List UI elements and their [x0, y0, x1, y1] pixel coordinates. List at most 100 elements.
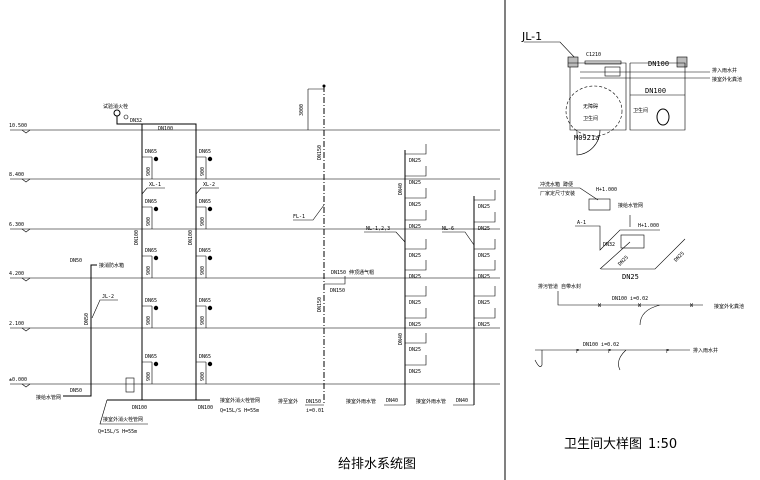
note: 接室外消火栓管网: [220, 397, 260, 404]
note: 排入雨水井: [712, 67, 737, 74]
note: 接给水管网: [618, 202, 643, 209]
test-hydrant-icon: [113, 109, 121, 117]
pipe-marker: W: [598, 303, 602, 309]
level-label: ±0.000: [9, 377, 27, 383]
pipe-size: DN40: [456, 398, 468, 404]
pipe-marker: W: [690, 303, 694, 309]
riser-label: NL-6: [442, 226, 454, 232]
pipe-size: DN40: [398, 183, 404, 195]
riser-nl: DN40 接室外雨水管 DN40 DN40 NL-1,2,3: [346, 150, 406, 406]
note: 冲洗水箱 蹲便: [540, 181, 573, 188]
pipe-size: DN25: [478, 226, 490, 232]
pipe-size: DN150: [306, 399, 321, 405]
pipe-size: DN50: [70, 258, 82, 264]
roof-main: 试验消火栓 DN32 DN100: [103, 103, 197, 132]
note: 接给水管网: [36, 394, 61, 401]
note: DN150 伸顶通气帽: [331, 269, 374, 276]
fire-hydrant-icon: [207, 305, 213, 311]
pipe-size: DN25: [478, 322, 490, 328]
riser-fl-1: 3000 DN150 FL-1 DN150 伸顶通气帽 DN150 DN150 …: [278, 84, 374, 414]
pipe-size: DN25: [409, 300, 421, 306]
fire-hydrant-icon: [153, 361, 159, 367]
level-marks: 10.500 8.400 6.300 4.200 2.100 ±0.000: [9, 123, 31, 388]
pipe-size: DN50: [84, 313, 90, 325]
dimension: 900: [200, 372, 206, 381]
note: Q=15L/S H=55m: [98, 429, 137, 435]
pressure-gauge-icon: [123, 114, 129, 120]
fire-hydrant-icon: [207, 255, 213, 261]
riser-label: XL-1: [149, 182, 161, 188]
floor-lines: [10, 129, 500, 385]
level-label: 6.300: [9, 222, 24, 228]
cistern-icon: [588, 198, 611, 211]
roof-valve-label: 试验消火栓: [103, 103, 128, 110]
fire-hydrant-icon: [153, 206, 159, 212]
pipe-size: DN65: [145, 354, 157, 360]
riser-label: NL-1,2,3: [366, 226, 390, 232]
pipe-size: DN65: [199, 248, 211, 254]
note: 排污管道 自带水封: [538, 283, 581, 290]
nl-branch: DN25: [405, 355, 427, 375]
riser-label: FL-1: [293, 214, 305, 220]
pipe-size: DN65: [199, 298, 211, 304]
pipe-marker: F: [576, 349, 579, 355]
note: 接室外雨水管: [346, 398, 376, 405]
riser-jl-2: DN50 接消防水箱 DN50 JL-2 DN50 接给水管网: [36, 258, 124, 401]
note: 接室外消火栓管网: [103, 416, 143, 423]
note: 接室外化粪池: [712, 76, 742, 83]
pipe-size: DN25: [409, 369, 421, 375]
nl-branch: DN25: [474, 239, 496, 259]
slope: i=0.01: [306, 408, 324, 414]
level-label: 8.400: [9, 172, 24, 178]
dimension: 900: [146, 372, 152, 381]
door-label: M0921a: [574, 134, 599, 142]
fire-hydrant-icon: [207, 156, 213, 162]
pipe-size: DN150: [317, 145, 323, 160]
nl-branch: DN25: [405, 239, 427, 259]
pipe-size: DN65: [145, 149, 157, 155]
pipe-size: DN25: [409, 158, 421, 164]
pipe-size: DN100 i=0.02: [612, 296, 648, 302]
pipe-size: DN25: [409, 180, 421, 186]
pipe-marker: W: [638, 303, 642, 309]
note: A-1: [577, 220, 586, 226]
nl-branch: DN25: [405, 166, 427, 186]
sink-icon: [604, 66, 621, 77]
hydrant-branches: DN65900DN65900DN65900DN65900DN65900DN659…: [142, 149, 213, 384]
fire-hydrant-icon: [207, 206, 213, 212]
fire-main: 接室外消火栓管网 Q=15L/S H=55m DN100 DN100 接室外消火…: [98, 377, 260, 435]
pipe-size: DN100: [645, 87, 666, 95]
pipe-size: DN25: [478, 274, 490, 280]
pipe-size: DN25: [478, 204, 490, 210]
room-label: 卫生间: [633, 107, 648, 114]
pipe-size: DN25: [409, 274, 421, 280]
pipe-size: DN65: [145, 298, 157, 304]
pipe-size: DN65: [199, 354, 211, 360]
nl-branches: DN25DN25DN25DN25DN25DN25DN25DN25DN25DN25…: [405, 144, 496, 375]
pipe-size: DN50: [70, 388, 82, 394]
nl-branch: DN25: [405, 286, 427, 306]
pipe-size: DN100: [198, 405, 213, 411]
nl-branch: DN25: [405, 188, 427, 208]
pump-adapter-icon: [125, 377, 135, 393]
toilet-icon: [656, 108, 670, 126]
fire-hydrant-icon: [153, 156, 159, 162]
level-label: 4.200: [9, 271, 24, 277]
pipe-size: DN25: [409, 253, 421, 259]
level-label: 2.100: [9, 321, 24, 327]
nl-branch: DN25: [405, 308, 427, 328]
note: 排入雨水井: [693, 347, 718, 354]
note: 厂家定尺寸安装: [540, 190, 575, 197]
riser-label: JL-1: [521, 30, 542, 43]
pipe-size: DN100: [648, 60, 669, 68]
water-supply-system-diagram: 10.500 8.400 6.300 4.200 2.100 ±0.000 试验…: [9, 84, 500, 472]
pipe-size: DN40: [398, 333, 404, 345]
riser-label: JL-2: [102, 294, 114, 300]
pipe-size: DN150: [330, 288, 345, 294]
